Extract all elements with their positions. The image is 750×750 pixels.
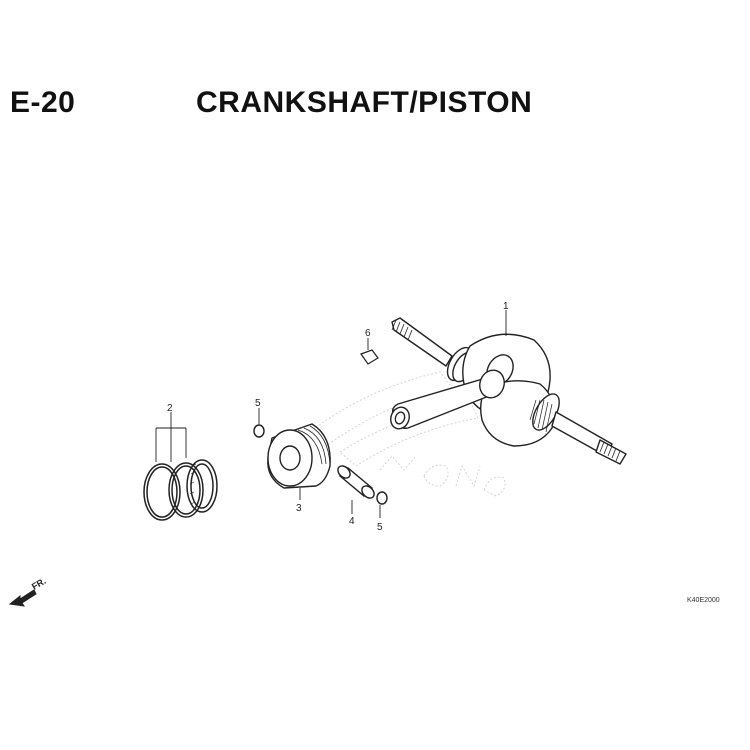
callout-crankshaft: 1: [503, 301, 509, 312]
page-title: CRANKSHAFT/PISTON: [196, 86, 533, 119]
piston: [267, 423, 331, 489]
crankshaft-assembly: [390, 317, 627, 465]
front-direction-label: FR.: [30, 576, 48, 592]
leader-lines: [155, 310, 507, 518]
page-code: E-20: [10, 86, 76, 119]
callout-woodruff-key: 6: [365, 328, 371, 339]
piston-pin-clip-right: [376, 491, 388, 505]
piston-rings: [143, 459, 218, 521]
callout-piston-pin: 4: [349, 516, 355, 527]
callout-piston-rings: 2: [167, 403, 173, 414]
front-direction-arrow-icon: FR.: [8, 576, 48, 607]
callout-clip-left: 5: [255, 398, 261, 409]
callout-clip-right: 5: [377, 522, 383, 533]
woodruff-key: [360, 349, 379, 365]
callout-piston: 3: [296, 503, 302, 514]
piston-pin: [337, 465, 375, 499]
diagram-code: K40E2000: [687, 597, 720, 604]
piston-pin-clip-left: [253, 424, 265, 438]
